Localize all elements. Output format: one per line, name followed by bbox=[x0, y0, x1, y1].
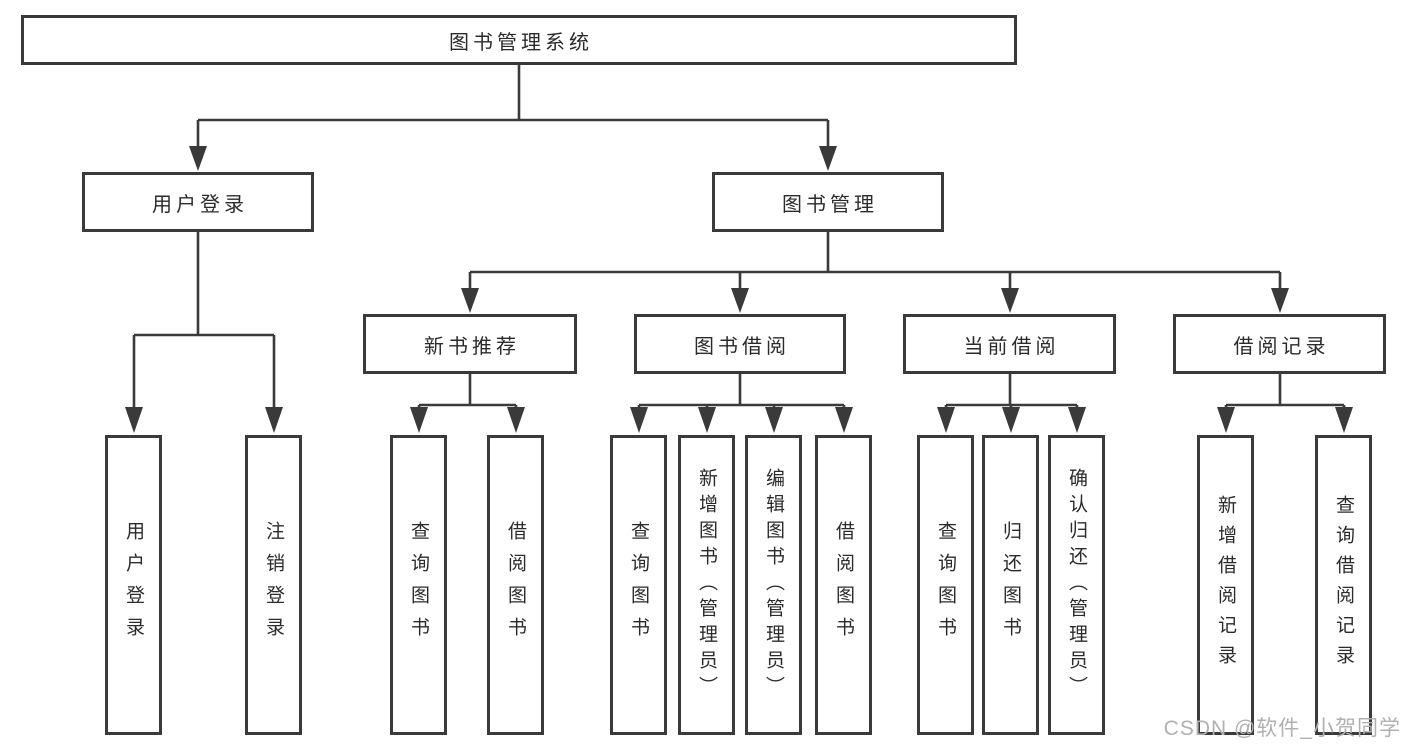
leaf-user-login: 用户登录 bbox=[105, 435, 162, 735]
leaf-confirm-return-admin: 确认归还（管理员） bbox=[1048, 435, 1105, 735]
node-borrowing-records: 借阅记录 bbox=[1173, 314, 1386, 374]
csdn-watermark: CSDN @软件_小贺同学 bbox=[1163, 717, 1401, 740]
node-library-management-system: 图书管理系统 bbox=[21, 15, 1017, 65]
leaf-current-query-books: 查询图书 bbox=[917, 435, 974, 735]
leaf-recommend-query-books: 查询图书 bbox=[390, 435, 447, 735]
leaf-borrowing-borrow-books: 借阅图书 bbox=[815, 435, 872, 735]
leaf-borrowing-query-books: 查询图书 bbox=[610, 435, 667, 735]
leaf-edit-books-admin: 编辑图书（管理员） bbox=[745, 435, 802, 735]
leaf-return-books: 归还图书 bbox=[982, 435, 1039, 735]
node-new-book-recommend: 新书推荐 bbox=[363, 314, 577, 374]
node-book-borrowing: 图书借阅 bbox=[634, 314, 846, 374]
leaf-recommend-borrow-books: 借阅图书 bbox=[487, 435, 544, 735]
node-user-login: 用户登录 bbox=[82, 172, 314, 232]
leaf-add-borrow-record: 新增借阅记录 bbox=[1197, 435, 1254, 735]
leaf-add-books-admin: 新增图书（管理员） bbox=[678, 435, 735, 735]
node-current-borrowing: 当前借阅 bbox=[903, 314, 1116, 374]
leaf-logout: 注销登录 bbox=[245, 435, 302, 735]
leaf-query-borrow-record: 查询借阅记录 bbox=[1315, 435, 1372, 735]
node-book-management: 图书管理 bbox=[712, 172, 944, 232]
